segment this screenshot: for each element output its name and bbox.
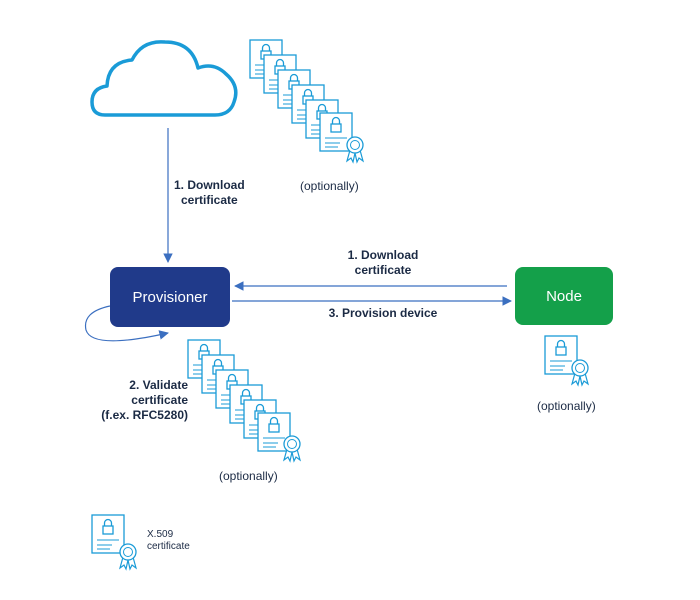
provision-device-label: 3. Provision device (328, 306, 438, 320)
certificate-stack-cloud (249, 39, 364, 163)
node-box: Node (515, 267, 613, 325)
node-label: Node (546, 287, 582, 305)
cloud-download-label: 1. Download certificate (174, 178, 245, 207)
provisioner-box: Provisioner (110, 267, 230, 327)
validate-certificate-label: 2. Validate certificate (f.ex. RFC5280) (101, 378, 188, 422)
certificate-node (544, 335, 589, 386)
provisioner-optional-note: (optionally) (219, 469, 278, 483)
arrow-validate-loop (84, 305, 169, 342)
cloud-optional-note: (optionally) (300, 179, 359, 193)
provisioner-label: Provisioner (132, 288, 208, 306)
certificate-stack-provisioner (187, 339, 301, 462)
node-optional-note: (optionally) (537, 399, 596, 413)
legend-label: X.509 certificate (147, 529, 190, 552)
certificate-legend (91, 514, 137, 570)
cloud-icon (90, 40, 238, 117)
node-download-label: 1. Download certificate (347, 248, 419, 277)
